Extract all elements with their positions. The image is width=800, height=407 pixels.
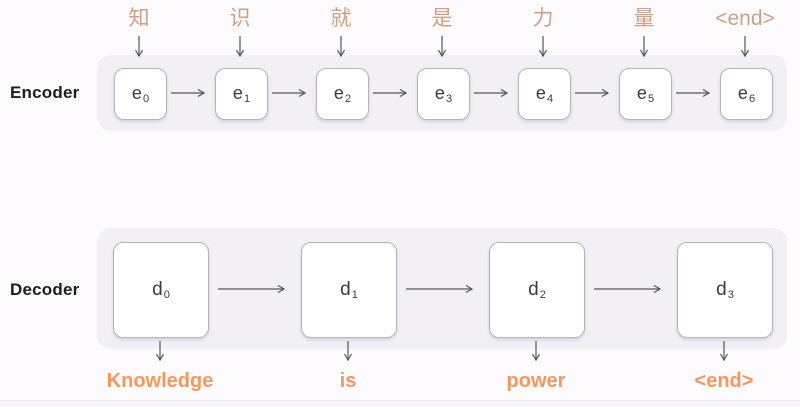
encoder-input-arrows [139, 36, 745, 56]
decoder-output-arrows [160, 341, 724, 360]
decoder-cell-d1: d1 [301, 242, 397, 338]
encoder-input-token-6: <end> [715, 7, 775, 30]
encoder-cell-e5: e5 [619, 68, 672, 120]
decoder-output-token-0: Knowledge [106, 370, 214, 392]
encoder-input-token-5: 量 [633, 7, 655, 30]
decoder-cell-d3: d3 [677, 242, 773, 338]
cell-label: d3 [716, 279, 734, 301]
encoder-cell-e1: e1 [215, 68, 268, 120]
encoder-cell-e0: e0 [114, 68, 167, 120]
decoder-output-token-3: <end> [694, 370, 754, 392]
decoder-output-token-2: power [506, 370, 566, 392]
encoder-input-token-1: 识 [229, 7, 251, 30]
decoder-cell-d2: d2 [489, 242, 585, 338]
cell-label: d2 [528, 279, 546, 301]
cell-label: e5 [636, 83, 655, 105]
encoder-input-token-3: 是 [431, 7, 453, 30]
cell-label: e4 [535, 83, 554, 105]
encoder-cell-e3: e3 [417, 68, 470, 120]
encoder-row-label: Encoder [10, 83, 80, 102]
decoder-row-label: Decoder [10, 280, 80, 299]
cell-label: e3 [434, 83, 453, 105]
cell-label: e2 [333, 83, 352, 105]
encoder-cell-e4: e4 [518, 68, 571, 120]
cell-label: e0 [131, 83, 150, 105]
encoder-input-token-2: 就 [330, 7, 352, 30]
encoder-cell-e6: e6 [720, 68, 773, 120]
cell-label: e1 [232, 83, 251, 105]
cell-label: e6 [737, 83, 756, 105]
cell-label: d1 [340, 279, 358, 301]
decoder-cell-d0: d0 [113, 242, 209, 338]
bottom-divider [0, 400, 800, 407]
encoder-input-token-4: 力 [532, 7, 554, 30]
encoder-cell-e2: e2 [316, 68, 369, 120]
decoder-output-token-1: is [339, 370, 357, 392]
cell-label: d0 [152, 279, 170, 301]
encoder-input-token-0: 知 [128, 7, 150, 30]
